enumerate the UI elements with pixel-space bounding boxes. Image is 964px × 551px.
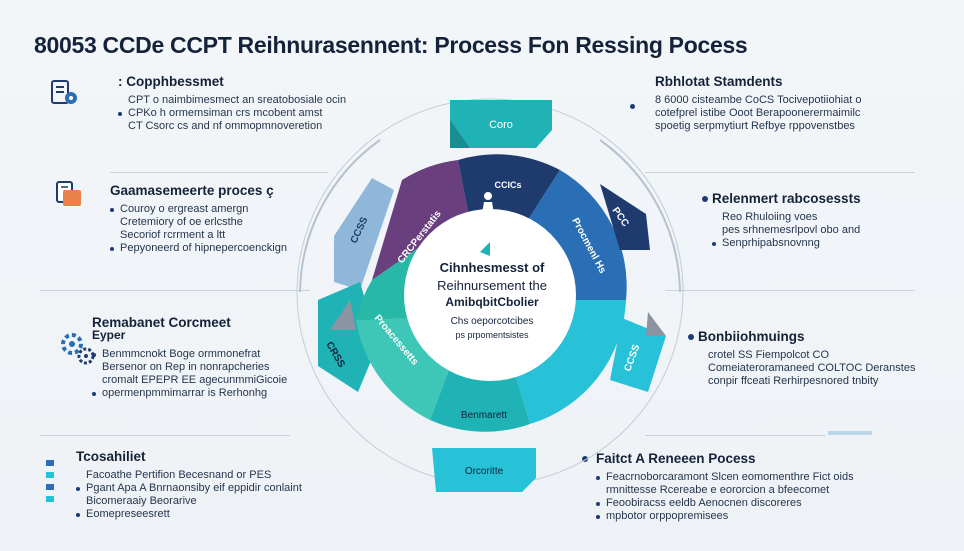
block-line: Feacrnoborcaramont Slcen eomomenthre Fic… [596, 471, 854, 484]
block-line: CT Csorc cs and nf ommopmnoveretion [128, 120, 323, 132]
block-line: cromalt EPEPR EE agecunmmiGicoie [102, 374, 288, 386]
block-line: Feoobiracss eeldb Aenocnen discoreres [596, 497, 854, 510]
block-line: Bicomeraaiy Beorarive [86, 495, 197, 507]
block-heading: Relenmert rabcosessts [712, 191, 861, 206]
ring-segment-blue [524, 170, 627, 300]
bullet-icon [630, 104, 635, 109]
top-tab-fold [450, 120, 470, 148]
mid-left-block: Gaamasemeerte proces ç Couroy o ergreast… [110, 184, 287, 255]
block-line: cotefprel istibe Ooot Berapoonerermaimil… [655, 107, 861, 119]
ring-segment-purple [372, 160, 470, 280]
arrow-shadow [330, 300, 356, 330]
outer-arc [599, 139, 681, 293]
block-line: conpir ffceati Rerhirpesnored tnbity [708, 375, 879, 387]
ring-segment-cyan [512, 300, 626, 424]
block-line: Secoriof rcrrment a ltt [120, 229, 226, 241]
block-line: Cretemiory of oe erlcsthe [120, 216, 243, 228]
bottom-tab [432, 448, 536, 492]
lower-left-block: Remabanet Corcmeet Eyper Benmmcnokt Boge… [92, 316, 287, 400]
top-tab [450, 100, 552, 148]
block-heading: Rbhlotat Stamdents [655, 74, 783, 89]
block-heading: Bonbiiohmuings [698, 329, 805, 344]
accent-line [828, 431, 872, 435]
block-line: 8 6000 cisteambe CoCS Tocivepotiiohiat o [655, 94, 862, 106]
block-line: Couroy o ergreast amergn [110, 203, 287, 216]
list-icon [44, 458, 58, 509]
center-line-2: Reihnursement the [437, 278, 547, 293]
block-line: Comeiateroramaneed COLTOC Deranstes [708, 362, 916, 374]
connector-line [40, 290, 310, 291]
block-line: Senprhipabsnovnng [712, 237, 861, 250]
block-line: opermenpmmimarrar is Rerhonhg [92, 387, 287, 400]
lower-right-block: Bonbiiohmuings crotel SS Fiempolcot CO C… [698, 330, 915, 388]
block-line: pes srhnemesrlpovl obo and [722, 224, 861, 236]
block-line: mpbotor orppopremisees [596, 510, 854, 523]
block-heading: Faitct A Reneeen Pocess [596, 451, 756, 466]
bottom-left-block: Tcosahiliet Facoathe Pertifion Becesnand… [76, 450, 302, 521]
center-circle [404, 209, 576, 381]
block-line: Pgant Apa A Bnrnaonsiby eif eppidir conl… [76, 482, 302, 495]
connector-line [645, 172, 915, 173]
block-line: crotel SS Fiempolcot CO [708, 349, 830, 361]
bottom-right-block: Faitct A Reneeen Pocess Feacrnoborcaramo… [596, 452, 854, 523]
right-outer-segment-navy [600, 184, 650, 250]
block-heading: Gaamasemeerte proces ç [110, 183, 274, 198]
bottom-tab-label: Orcoritte [465, 466, 504, 477]
page-title: 80053 CCDe CCPT Reihnurasennent: Process… [34, 32, 748, 58]
connector-line [645, 435, 825, 436]
arrow-shadow [646, 312, 666, 336]
block-subheading: Eyper [92, 328, 126, 342]
block-line: Facoathe Pertifion Becesnand or PES [86, 469, 272, 481]
ring-top-label: CCICs [494, 180, 521, 190]
top-tab-label: Coro [489, 119, 513, 131]
block-heading: : Copphbessmet [118, 74, 224, 89]
center-arrow-icon [480, 242, 490, 256]
center-line-4: Chs oeporcotcibes [451, 316, 534, 327]
person-icon [482, 192, 494, 214]
connector-line [110, 172, 328, 173]
block-line: Bersenor on Rep in nonrapcheries [102, 361, 270, 373]
block-line: Benmmcnokt Boge ormmonefrat [92, 348, 287, 361]
bottom-teal-label: Benmarett [461, 410, 507, 421]
block-heading: Remabanet Corcmeet [92, 315, 231, 330]
bullet-icon [582, 456, 588, 462]
document-folder-icon [54, 180, 84, 215]
block-line: CPT o naimbimesmect an sreatobosiale oci… [128, 94, 347, 106]
right-outer-segment-cyan [610, 318, 666, 392]
document-gear-icon [50, 78, 80, 113]
block-line: Eomepreseesrett [76, 508, 302, 521]
block-line: Reo Rhuloiing voes [722, 211, 818, 223]
block-line: Pepyoneerd of hipnepercoenckign [110, 242, 287, 255]
outer-arc [299, 139, 381, 293]
top-left-block: : Copphbessmet CPT o naimbimesmect an sr… [118, 75, 346, 133]
block-line: spoetig serpmytiurt Refbye rppovenstbes [655, 120, 855, 132]
mid-right-block: Relenmert rabcosessts Reo Rhuloiing voes… [712, 192, 861, 250]
bullet-icon [688, 334, 694, 340]
connector-line [665, 290, 915, 291]
center-line-5: ps prpomentsistes [455, 330, 529, 340]
center-line-3: AmibqbitCbolier [445, 295, 539, 309]
top-right-block: Rbhlotat Stamdents 8 6000 cisteambe CoCS… [645, 75, 861, 133]
block-line: CPKo h ormemsiman crs mcobent amst [118, 107, 346, 120]
bullet-icon [702, 196, 708, 202]
connector-line [40, 435, 290, 436]
left-outer-segment [334, 178, 394, 290]
block-heading: Tcosahiliet [76, 449, 146, 464]
block-line: rmnittesse Rcereabe e eororcion a bfeeco… [606, 484, 830, 496]
center-line-1: Cihnhesmesst of [440, 260, 545, 275]
